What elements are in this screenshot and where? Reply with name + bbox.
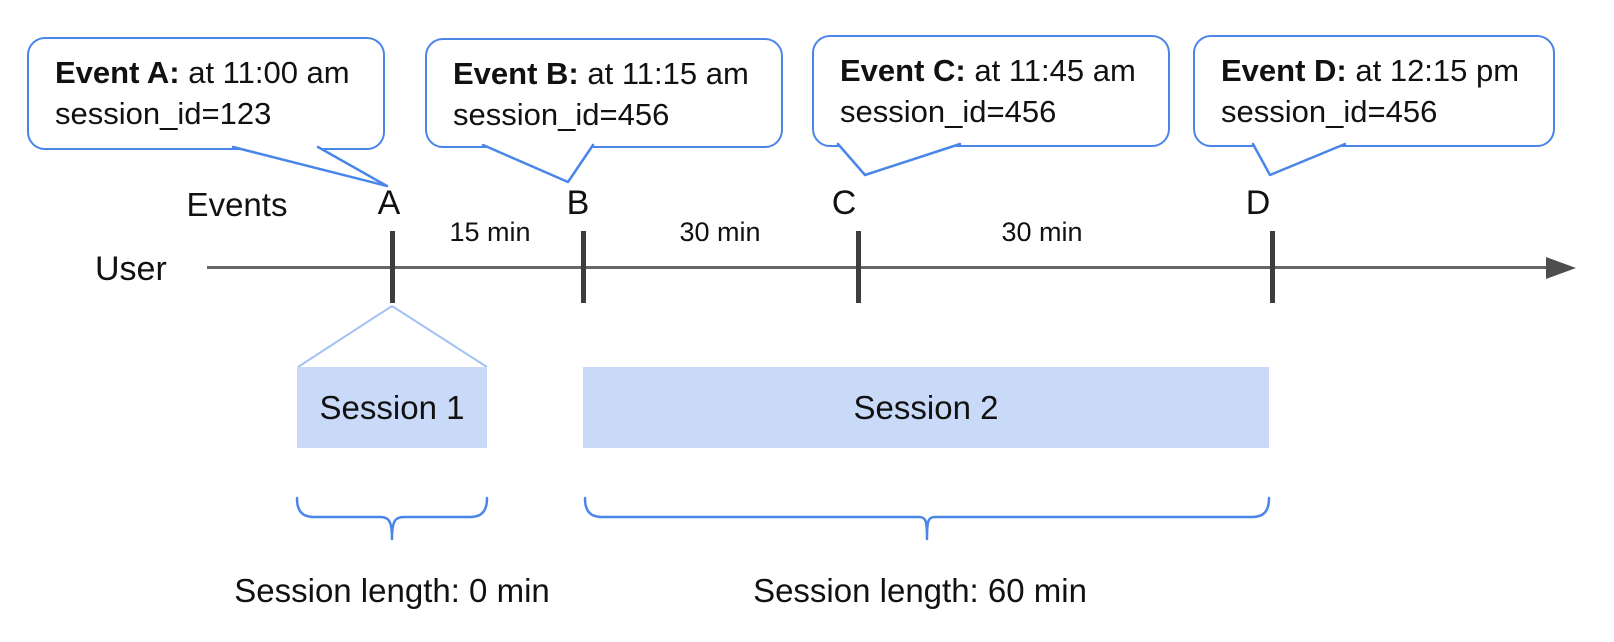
event-d-session-id: session_id=456 — [1221, 94, 1438, 129]
event-a-bubble: Event A: at 11:00 am session_id=123 — [27, 37, 385, 150]
event-b-bubble-line1: Event B: at 11:15 am — [453, 53, 781, 94]
user-lane-label: User — [95, 250, 167, 288]
event-c-bubble-tail-icon — [836, 142, 962, 177]
event-a-bubble-tail-icon — [231, 145, 389, 188]
session-1-box: Session 1 — [297, 367, 487, 448]
session-2-label: Session 2 — [853, 388, 999, 426]
event-a-tick — [390, 231, 395, 303]
event-b-session-id: session_id=456 — [453, 97, 670, 132]
session-1-length-label: Session length: 0 min — [234, 572, 550, 609]
event-d-time: at 12:15 pm — [1346, 53, 1520, 88]
event-c-tick — [856, 231, 861, 303]
event-marker-a: A — [377, 184, 401, 222]
event-b-title: Event B: — [453, 56, 579, 91]
interval-c-d: 30 min — [1001, 217, 1083, 247]
event-d-title: Event D: — [1221, 53, 1347, 88]
event-a-funnel-lines — [297, 305, 488, 368]
event-marker-d: D — [1245, 184, 1271, 222]
event-d-tick — [1270, 231, 1275, 303]
event-a-bubble-line1: Event A: at 11:00 am — [55, 52, 383, 93]
session-1-label: Session 1 — [319, 388, 465, 426]
event-c-bubble-line1: Event C: at 11:45 am — [840, 50, 1168, 91]
event-a-time: at 11:00 am — [179, 55, 350, 90]
event-a-title: Event A: — [55, 55, 180, 90]
events-row-label: Events — [186, 186, 288, 223]
event-c-bubble: Event C: at 11:45 am session_id=456 — [812, 35, 1170, 147]
timeline-arrowhead-icon — [1546, 257, 1576, 279]
event-b-time: at 11:15 am — [578, 56, 749, 91]
event-c-session-id: session_id=456 — [840, 94, 1057, 129]
event-c-time: at 11:45 am — [965, 53, 1136, 88]
event-marker-c: C — [831, 184, 857, 222]
interval-b-c: 30 min — [679, 217, 761, 247]
interval-a-b: 15 min — [449, 217, 531, 247]
event-c-title: Event C: — [840, 53, 966, 88]
session-2-length-label: Session length: 60 min — [753, 572, 1087, 609]
session-2-brace-icon — [583, 496, 1271, 541]
event-marker-b: B — [566, 184, 590, 222]
event-d-bubble: Event D: at 12:15 pm session_id=456 — [1193, 35, 1555, 147]
event-b-bubble: Event B: at 11:15 am session_id=456 — [425, 38, 783, 148]
event-d-bubble-line1: Event D: at 12:15 pm — [1221, 50, 1553, 91]
session-2-box: Session 2 — [583, 367, 1269, 448]
event-b-tick — [581, 231, 586, 303]
event-d-bubble-tail-icon — [1251, 142, 1347, 177]
timeline-line — [207, 266, 1552, 269]
session-1-brace-icon — [295, 496, 489, 541]
event-a-session-id: session_id=123 — [55, 96, 272, 131]
event-b-bubble-tail-icon — [481, 143, 595, 184]
